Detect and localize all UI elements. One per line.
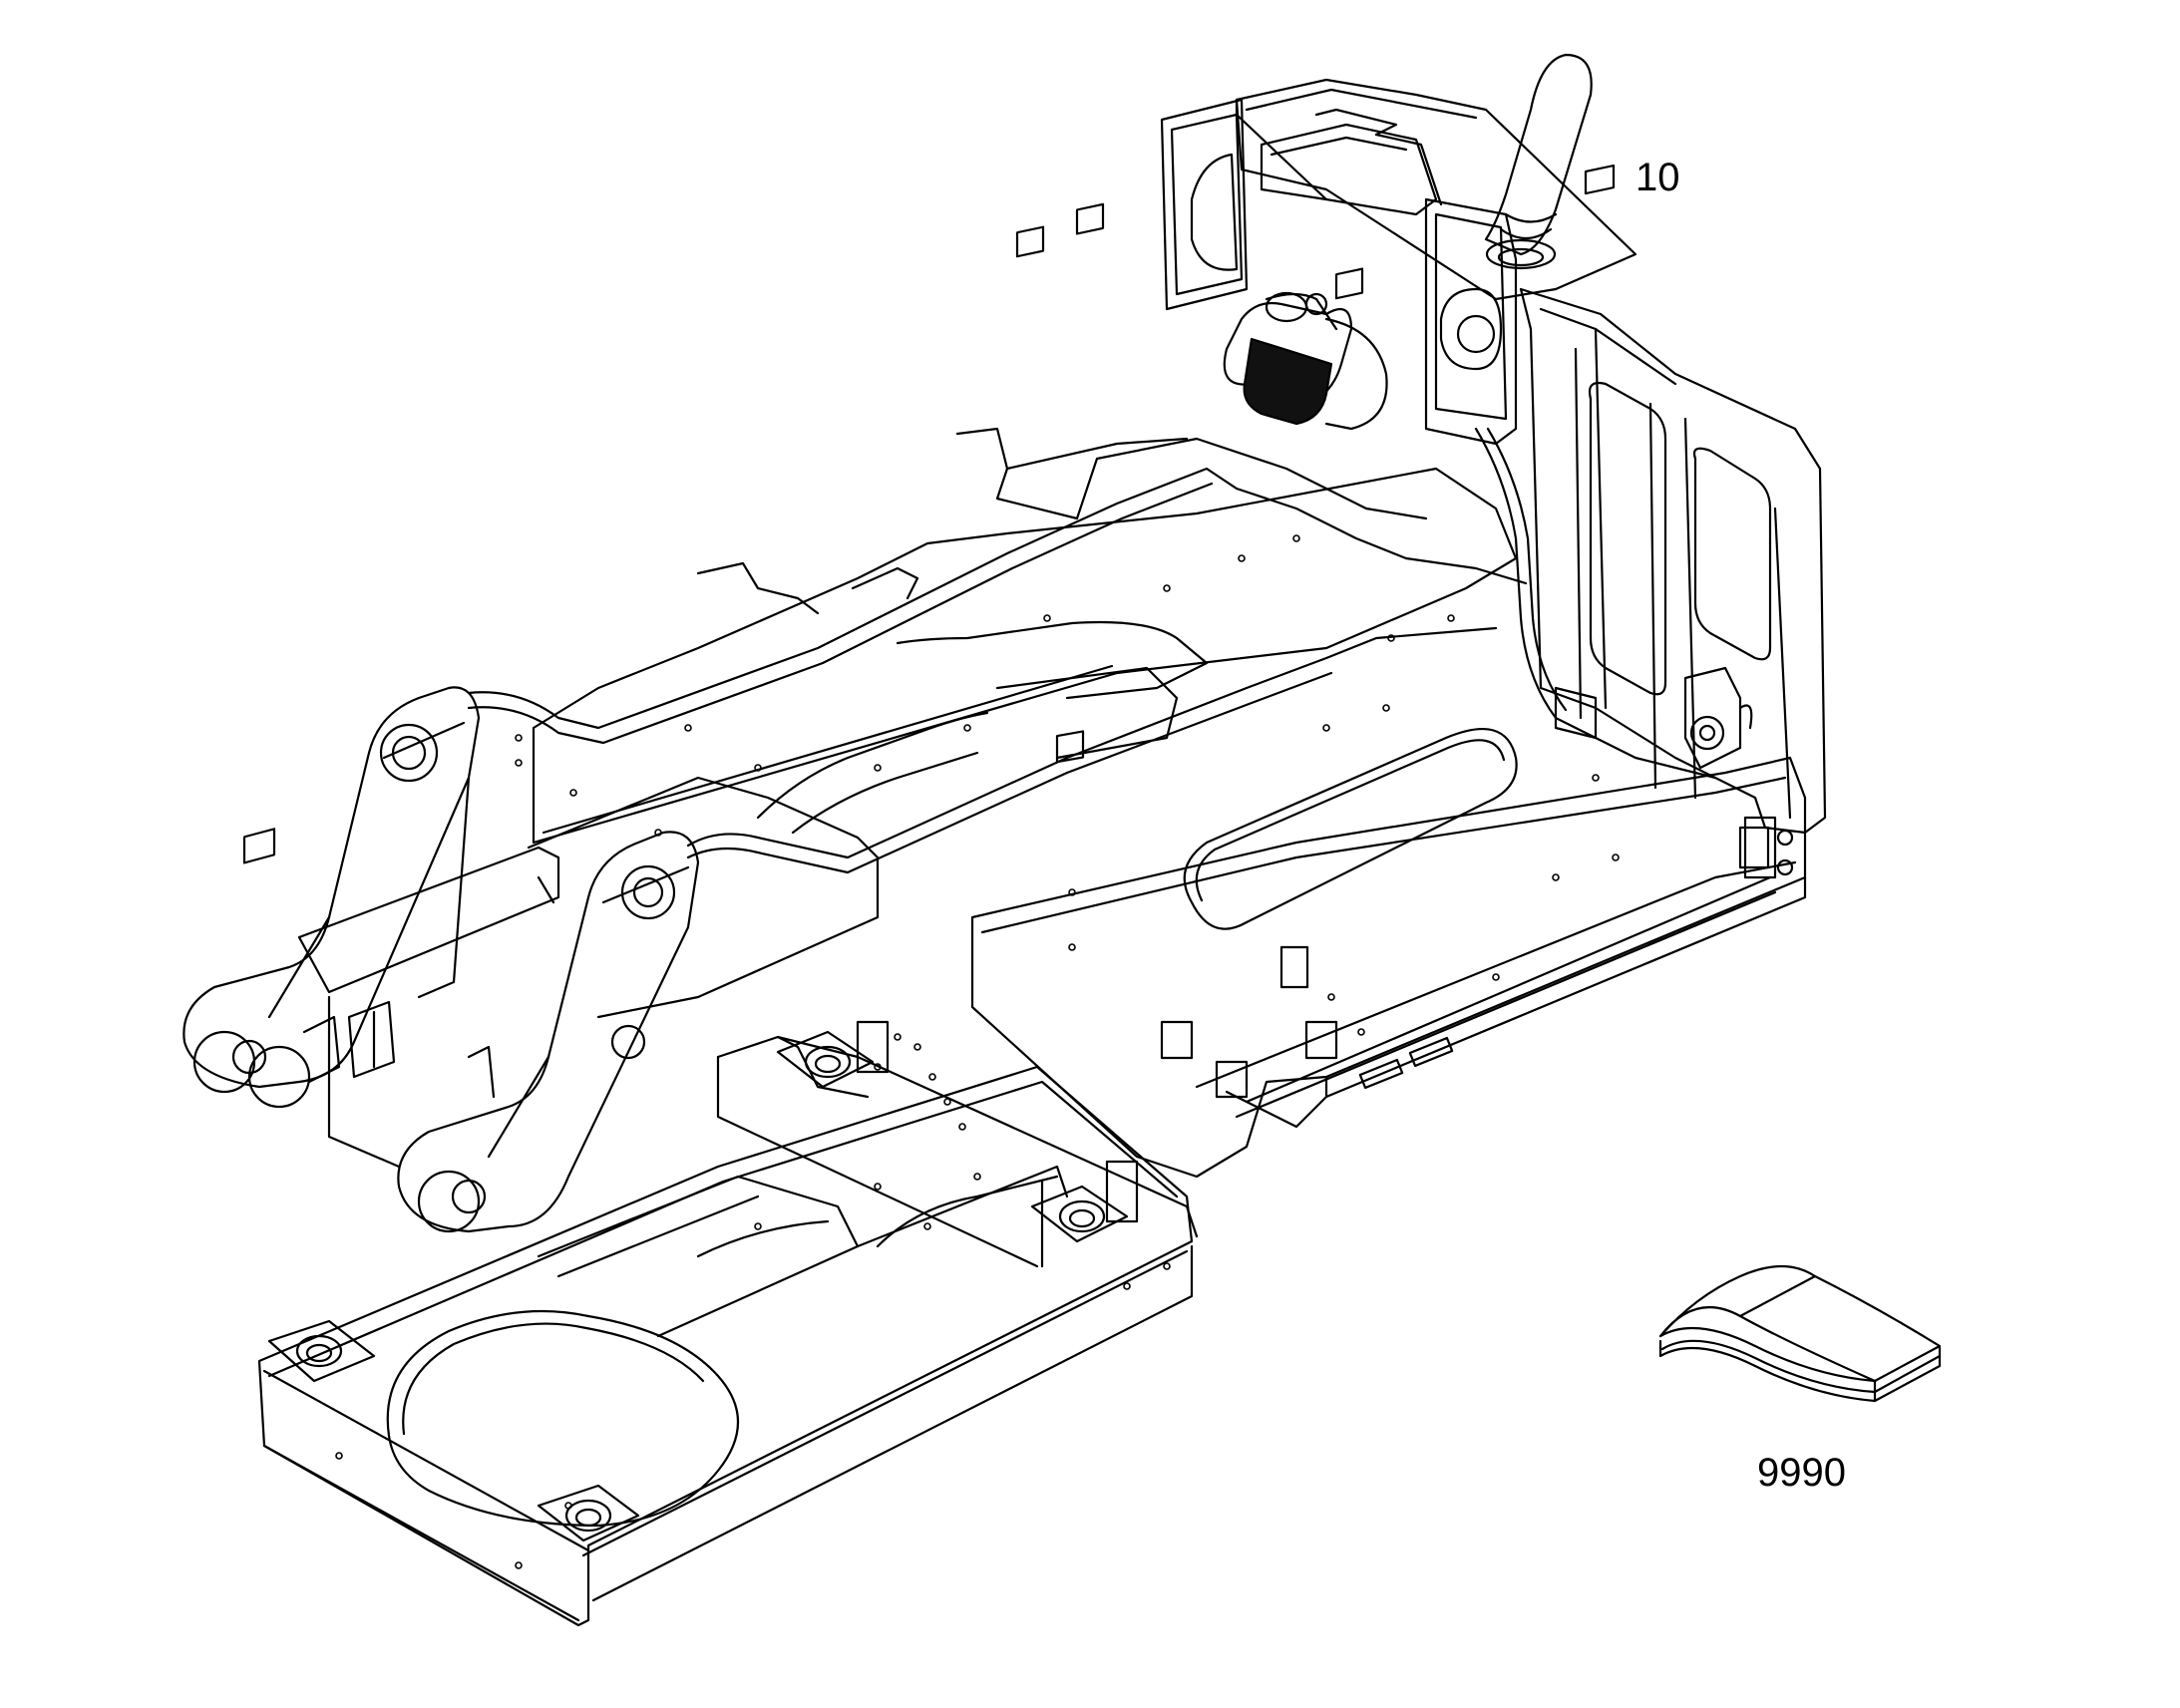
valve-fitting [1683, 666, 1742, 770]
boom-mount-right [397, 831, 700, 1233]
frame-deck-outline [970, 756, 1807, 1179]
callout-frame-assembly: 10 [1635, 156, 1680, 199]
exhaust-stack [1484, 53, 1593, 256]
boom-mount-left [182, 686, 481, 1089]
deck-slot [1183, 728, 1518, 930]
top-plate [1235, 78, 1637, 301]
side-window-b [1692, 447, 1772, 661]
upper-frame-assembly [182, 164, 1807, 1233]
cooling-module [1160, 53, 1827, 879]
book-icon [1658, 1264, 1942, 1403]
air-filter [1243, 337, 1333, 426]
mount-pads [267, 1030, 1129, 1542]
lower-frame-assembly [257, 1020, 1199, 1627]
side-window-a [1588, 381, 1667, 696]
lower-frame-outline [257, 1065, 1194, 1627]
lower-frame-opening [386, 1309, 739, 1528]
callout-documentation: 9990 [1757, 1451, 1846, 1495]
side-frame [1519, 287, 1827, 835]
